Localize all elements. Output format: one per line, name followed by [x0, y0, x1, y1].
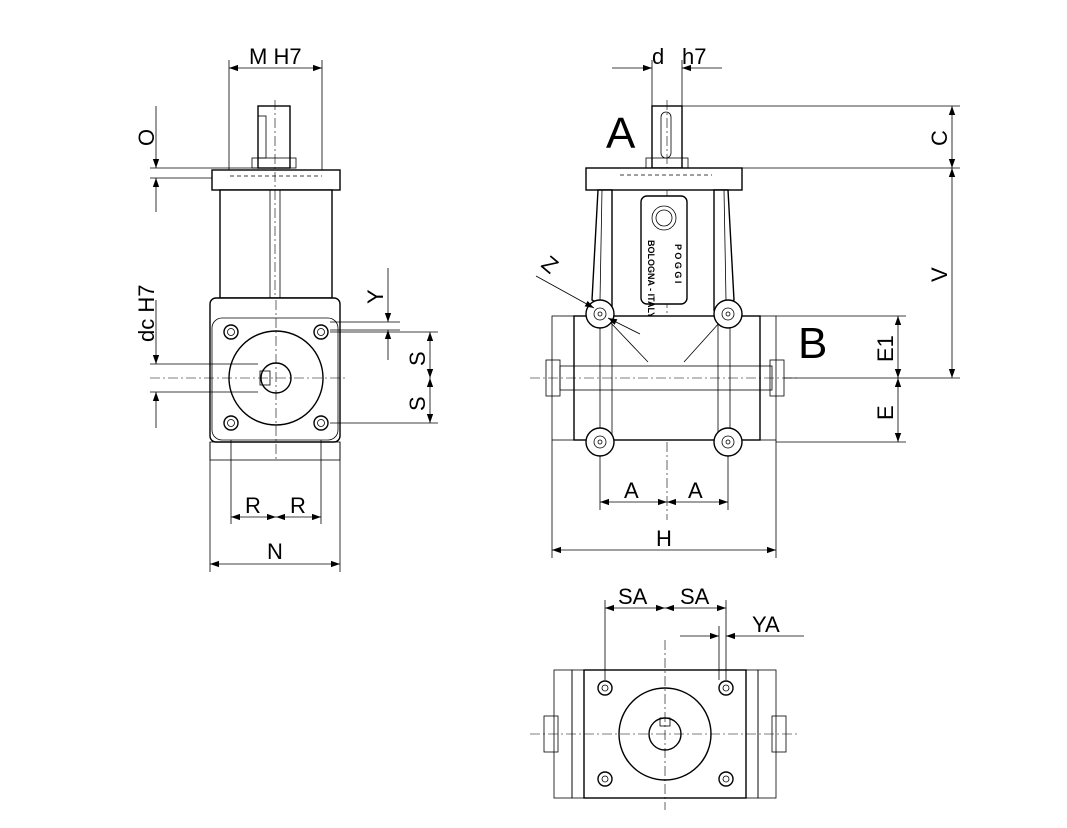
front-top-flange	[585, 167, 743, 191]
side-column	[219, 189, 333, 299]
bottom-view	[530, 640, 800, 810]
bottom-mounting-holes	[597, 680, 734, 787]
label-shaft-b: B	[798, 319, 827, 368]
bottom-dimensions: SA SA YA	[604, 584, 804, 680]
dim-sa-left: SA	[618, 584, 648, 609]
dim-e: E	[873, 405, 898, 420]
dim-a-right: A	[688, 478, 703, 503]
dim-v: V	[927, 267, 952, 282]
dim-m-h7: M H7	[249, 44, 302, 69]
dim-a-left: A	[624, 478, 639, 503]
dim-z: Z	[537, 251, 563, 279]
dim-d: d	[652, 44, 664, 69]
dim-sa-right: SA	[680, 584, 710, 609]
dim-o: O	[134, 129, 159, 146]
side-dimensions: M H7 O dc H7 Y S S R R	[134, 44, 438, 572]
label-shaft-a: A	[606, 109, 636, 158]
dim-n: N	[267, 539, 283, 564]
nameplate	[640, 195, 688, 305]
nameplate-origin: BOLOGNA - ITALY	[646, 240, 656, 318]
nameplate-brand: P O G G I	[673, 244, 683, 283]
front-view: P O G G I BOLOGNA - ITALY A B	[530, 100, 827, 520]
dim-c: C	[927, 130, 952, 146]
dim-r-right: R	[290, 493, 306, 518]
side-mounting-holes	[223, 324, 329, 431]
dim-s-upper: S	[405, 351, 430, 366]
dim-r-left: R	[245, 493, 261, 518]
dim-s-lower: S	[405, 396, 430, 411]
front-dimensions: d h7 C V E1 E Z A A H	[535, 44, 960, 558]
dim-y: Y	[363, 289, 388, 304]
dim-h: H	[656, 526, 672, 551]
side-input-shaft	[257, 105, 291, 169]
dim-h7: h7	[682, 44, 706, 69]
dim-ya: YA	[752, 612, 780, 637]
dim-e1: E1	[873, 335, 898, 362]
side-top-flange	[211, 169, 341, 191]
side-view	[150, 100, 345, 461]
dim-dc-h7: dc H7	[134, 285, 159, 342]
